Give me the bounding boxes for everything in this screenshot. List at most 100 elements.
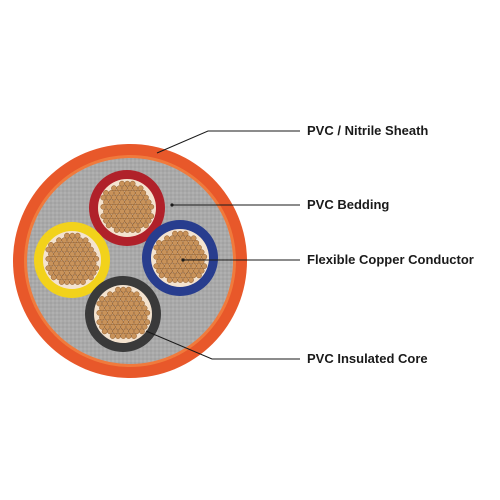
leader-lines — [145, 130, 300, 360]
copper-strand — [125, 286, 132, 293]
copper-strand — [101, 309, 108, 316]
copper-strand — [174, 235, 181, 242]
copper-strand — [112, 328, 119, 335]
copper-strand — [74, 251, 81, 258]
label-bedding: PVC Bedding — [307, 197, 389, 212]
copper-strand — [129, 190, 136, 196]
copper-strand — [107, 291, 113, 298]
copper-strand — [50, 246, 57, 253]
copper-strand — [105, 194, 112, 201]
copper-strand — [61, 255, 68, 262]
copper-strand — [145, 199, 152, 206]
copper-strand — [145, 208, 152, 215]
copper-strand — [61, 237, 68, 244]
copper-strand — [177, 277, 184, 283]
copper-strand — [188, 249, 194, 256]
copper-strand — [100, 203, 107, 210]
copper-strand — [111, 222, 117, 229]
copper-strand — [107, 300, 113, 307]
copper-strand — [72, 265, 78, 271]
copper-strand — [141, 305, 148, 312]
copper-strand — [72, 246, 78, 253]
copper-strand — [112, 309, 119, 316]
copper-strand — [120, 296, 127, 302]
copper-strand — [121, 203, 128, 210]
copper-strand — [69, 260, 76, 267]
copper-strand — [100, 213, 107, 219]
copper-strand — [141, 323, 148, 330]
copper-strand — [77, 237, 84, 244]
copper-strand — [177, 249, 184, 256]
copper-strand — [129, 217, 136, 224]
copper-strand — [129, 227, 136, 233]
copper-strand — [124, 180, 131, 187]
copper-strand — [124, 190, 131, 196]
copper-strand — [101, 319, 108, 325]
copper-strand — [123, 291, 129, 298]
copper-strand — [133, 291, 140, 298]
copper-strand — [85, 269, 92, 276]
copper-strand — [104, 305, 111, 312]
copper-strand — [124, 217, 131, 224]
copper-strand — [132, 213, 139, 219]
copper-strand — [161, 249, 168, 256]
copper-strand — [80, 279, 86, 285]
copper-strand — [156, 267, 162, 274]
copper-strand — [100, 194, 107, 201]
copper-strand — [193, 240, 200, 246]
copper-strand — [196, 244, 202, 251]
copper-strand — [109, 296, 116, 302]
copper-strand — [66, 237, 73, 244]
copper-strand — [116, 185, 123, 192]
copper-strand — [96, 319, 103, 325]
copper-strand — [74, 279, 81, 285]
copper-strand — [198, 267, 205, 274]
copper-strand — [80, 251, 86, 258]
copper-strand — [113, 199, 120, 206]
copper-strand — [61, 274, 68, 281]
copper-strand — [148, 213, 155, 219]
copper-strand — [158, 244, 165, 251]
copper-strand — [132, 203, 139, 210]
copper-strand — [113, 208, 120, 215]
copper-strand — [116, 194, 123, 201]
copper-strand — [64, 279, 70, 285]
copper-strand — [127, 194, 133, 201]
copper-strand — [104, 296, 111, 302]
copper-strand — [131, 333, 137, 339]
label-conductor: Flexible Copper Conductor — [307, 252, 474, 267]
copper-strand — [132, 222, 139, 229]
copper-strand — [132, 185, 139, 192]
copper-strand — [90, 251, 97, 258]
copper-strand — [64, 232, 70, 239]
copper-strand — [177, 267, 184, 274]
copper-strand — [164, 263, 170, 269]
copper-strand — [128, 309, 135, 316]
copper-strand — [119, 227, 125, 233]
copper-strand — [58, 251, 65, 258]
copper-strand — [113, 190, 120, 196]
copper-strand — [185, 235, 192, 242]
copper-strand — [74, 232, 81, 239]
copper-strand — [169, 244, 176, 251]
copper-strand — [56, 255, 62, 262]
copper-strand — [50, 274, 57, 281]
copper-strand — [124, 199, 131, 206]
copper-strand — [129, 180, 136, 187]
copper-strand — [129, 208, 136, 215]
copper-strand — [121, 194, 128, 201]
copper-strand — [139, 319, 145, 325]
copper-strand — [188, 267, 194, 274]
copper-strand — [201, 263, 208, 269]
copper-strand — [111, 213, 117, 219]
copper-strand — [74, 269, 81, 276]
copper-strand — [109, 305, 116, 312]
copper-strand — [99, 314, 105, 321]
copper-strand — [169, 263, 176, 269]
copper-strand — [85, 242, 92, 248]
copper-strand — [117, 309, 124, 316]
copper-strand — [172, 249, 178, 256]
copper-strand — [103, 199, 109, 206]
copper-strand — [82, 246, 89, 253]
copper-strand — [64, 260, 70, 267]
